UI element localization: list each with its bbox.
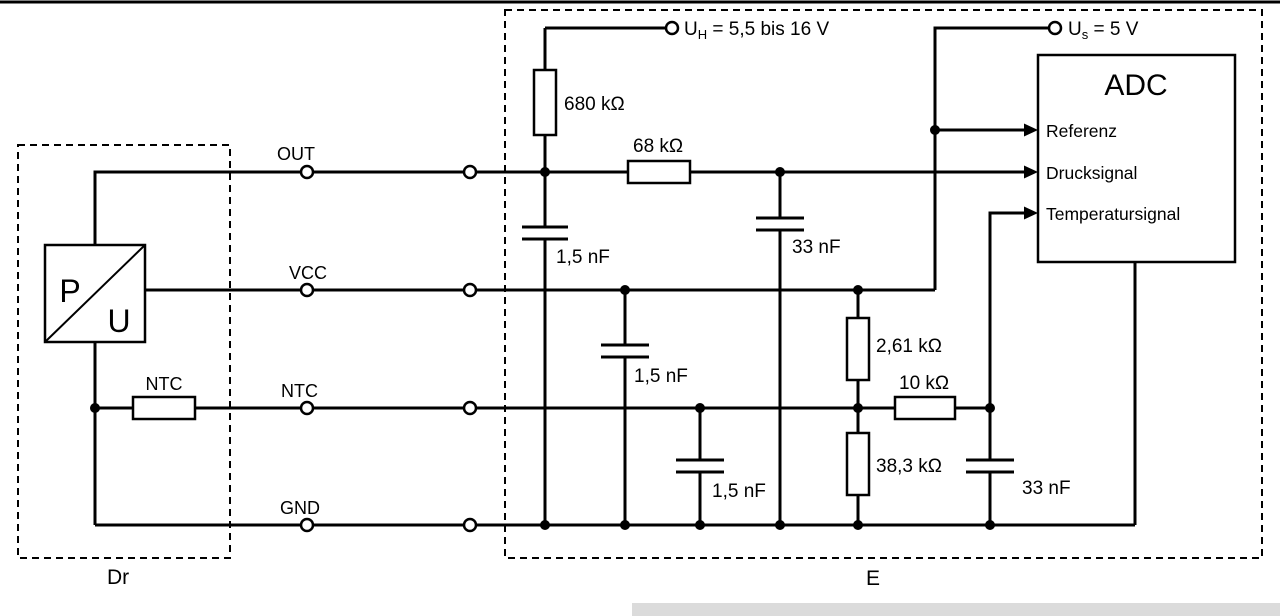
resistor-68k	[626, 159, 692, 185]
us-supply-label: Us = 5 V	[1068, 19, 1139, 42]
gnd-line-label: GND	[280, 498, 320, 518]
adc-title: ADC	[1104, 69, 1167, 102]
out-wire	[93, 170, 1026, 245]
capacitor-vcc	[601, 343, 649, 359]
adc-input-temperatursignal: Temperatursignal	[1046, 204, 1180, 224]
resistor-10k	[893, 395, 957, 421]
ecu-box-label: E	[866, 567, 880, 590]
capacitor-out-input	[522, 225, 568, 241]
cap-leads	[543, 172, 992, 525]
resistor-680k	[532, 68, 558, 137]
sensor-boundary-box	[17, 144, 231, 559]
resistor-2-61k-label: 2,61 kΩ	[876, 336, 942, 357]
adc-input-referenz: Referenz	[1046, 121, 1117, 141]
temperatursignal-arrow-icon	[1024, 206, 1038, 220]
referenz-arrow-icon	[1024, 123, 1038, 137]
ntc-resistor-label: NTC	[146, 374, 183, 394]
ntc-resistor	[131, 395, 197, 421]
sensor-box-label: Dr	[107, 566, 129, 589]
pressure-voltage-block: P U	[43, 243, 147, 344]
capacitor-ntc-adc-label: 33 nF	[1022, 478, 1071, 499]
capacitor-vcc-label: 1,5 nF	[634, 366, 688, 387]
capacitor-ntc-input	[676, 458, 724, 474]
capacitor-out-adc	[756, 216, 804, 232]
capacitor-out-adc-label: 33 nF	[792, 237, 841, 258]
resistor-38-3k	[845, 431, 871, 497]
vcc-line-label: VCC	[289, 263, 327, 283]
resistor-38-3k-label: 38,3 kΩ	[876, 456, 942, 477]
ecu-boundary-box	[504, 9, 1263, 559]
out-line-label: OUT	[277, 144, 315, 164]
drucksignal-arrow-icon	[1024, 165, 1038, 179]
vcc-wire	[145, 26, 1049, 292]
capacitor-out-input-label: 1,5 nF	[556, 247, 610, 268]
capacitor-ntc-input-label: 1,5 nF	[712, 481, 766, 502]
connector-terminals	[299, 20, 1063, 533]
gnd-wire	[95, 262, 1137, 527]
resistor-10k-label: 10 kΩ	[899, 373, 949, 394]
capacitor-ntc-adc	[966, 458, 1014, 474]
resistor-68k-label: 68 kΩ	[633, 136, 683, 157]
pu-block-u-label: U	[107, 303, 130, 339]
uh-supply-wire	[543, 26, 666, 172]
bottom-scan-artifact	[632, 603, 1280, 616]
adc-input-drucksignal: Drucksignal	[1046, 163, 1137, 183]
junction-dots	[90, 125, 995, 530]
adc-block: ADC Referenz Drucksignal Temperatursigna…	[1036, 53, 1237, 264]
ntc-line-label: NTC	[281, 381, 318, 401]
pu-block-p-label: P	[59, 273, 80, 309]
uh-supply-label: UH = 5,5 bis 16 V	[684, 19, 829, 42]
resistor-680k-label: 680 kΩ	[564, 94, 625, 115]
resistor-2-61k	[845, 316, 871, 382]
